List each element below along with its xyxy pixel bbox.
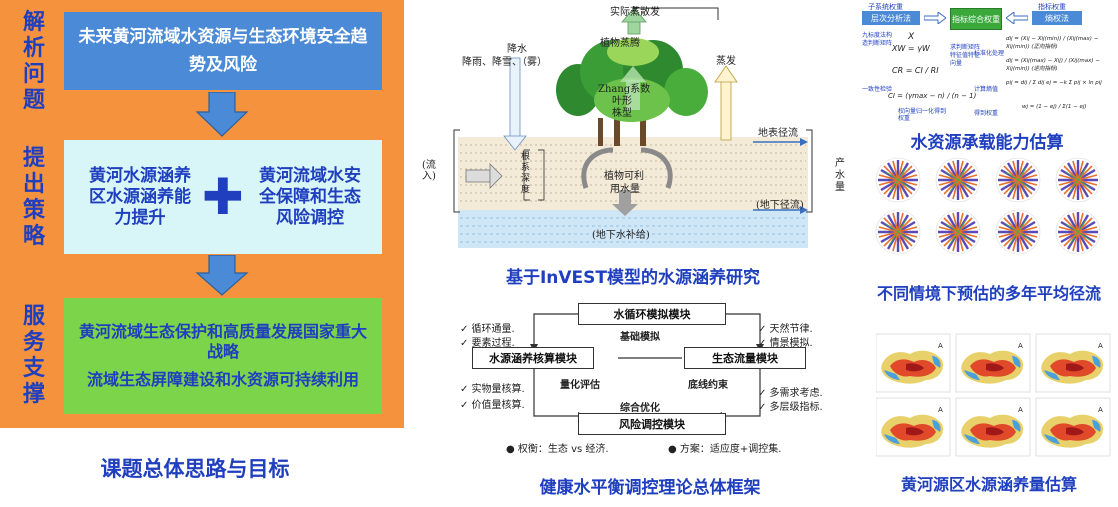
water-conservation-maps: A xyxy=(876,333,1111,457)
label-available-water-2: 用水量 xyxy=(610,184,640,195)
note-get-weight: 得到权重 xyxy=(974,110,999,117)
note-scenario-sim: ✓ 情景模拟. xyxy=(758,338,813,349)
formula-x: X xyxy=(908,32,915,42)
map-5 xyxy=(955,397,1031,457)
support-text-2: 流域生态屏障建设和水资源可持续利用 xyxy=(86,370,359,389)
label-propose-strategy: 提 出 策 略 xyxy=(22,146,45,249)
note-value-accounting: ✓ 价值量核算. xyxy=(460,400,525,411)
bullet-scheme: ● 方案：适应度+调控集. xyxy=(668,444,782,455)
module-water-conservation: 水源涵养核算模块 xyxy=(472,347,594,369)
rose-8 xyxy=(1054,208,1102,256)
support-box: 黄河流域生态保护和高质量发展国家重大战略 流域生态屏障建设和水资源可持续利用 xyxy=(64,298,382,414)
module-water-cycle: 水循环模拟模块 xyxy=(578,303,726,325)
label-comprehensive-opt: 综合优化 xyxy=(620,403,660,414)
note-nine-scale: 九标度法构造判断矩阵 xyxy=(862,32,893,47)
combined-weight-button: 指标综合权重 xyxy=(950,8,1002,30)
note-entropy: 计算熵值 xyxy=(974,86,999,93)
strategy-right-text: 黄河流域水安全保障和生态风险调控 xyxy=(259,165,361,228)
left-caption: 课题总体思路与目标 xyxy=(100,457,290,481)
rose-6 xyxy=(934,208,982,256)
label-leaf-shape: 叶形 xyxy=(612,96,632,107)
label-plant-transpiration: 植物蒸腾 xyxy=(600,38,640,49)
problem-box: 未来黄河流域水资源与生态环境安全趋势及风险 xyxy=(64,12,382,90)
strategy-left-text: 黄河水源涵养区水源涵养能力提升 xyxy=(89,165,191,228)
module-eco-flow: 生态流量模块 xyxy=(684,347,806,369)
map-3 xyxy=(1035,333,1111,393)
map-6 xyxy=(1035,397,1111,457)
formula-entropy: pij = dij / Σ dij ej = −k Σ pij × ln pij xyxy=(1006,80,1102,86)
hydro-caption: 基于InVEST模型的水源涵养研究 xyxy=(505,267,761,288)
plus-icon: ✚ xyxy=(202,168,244,226)
runoff-radial-charts xyxy=(874,156,1102,256)
runoff-caption: 不同情境下预估的多年平均径流 xyxy=(876,284,1101,303)
note-standardize: 标准化处理 xyxy=(974,50,1005,57)
label-plant-type: 株型 xyxy=(612,108,632,119)
label-inflow: (流入) xyxy=(422,160,436,182)
label-root-depth: 根系深度 xyxy=(521,152,531,195)
label-groundwater-recharge: (地下水补给) xyxy=(592,230,650,241)
label-subsystem-weight: 子系统权重 xyxy=(868,3,903,11)
rose-3 xyxy=(994,156,1042,204)
rose-7 xyxy=(994,208,1042,256)
note-multi-demand: ✓ 多需求考虑. xyxy=(758,388,823,399)
module-risk-control: 风险调控模块 xyxy=(578,413,726,435)
map-4 xyxy=(876,397,951,457)
label-water-yield: 产水量 xyxy=(835,158,845,193)
label-available-water-1: 植物可利 xyxy=(604,171,644,182)
note-eigen: 求判断矩阵特征值特征向量 xyxy=(950,44,981,67)
rose-1 xyxy=(874,156,922,204)
label-analyze-problem: 解 析 问 题 xyxy=(22,10,45,113)
note-cycle-flux: ✓ 循环通量. xyxy=(460,324,515,335)
label-indicator-weight: 指标权重 xyxy=(1038,3,1066,11)
strategy-box: 黄河水源涵养区水源涵养能力提升 ✚ 黄河流域水安全保障和生态风险调控 xyxy=(64,140,382,254)
note-element-process: ✓ 要素过程. xyxy=(460,338,515,349)
capacity-caption: 水资源承载能力估算 xyxy=(910,132,1064,153)
ahp-button: 层次分析法 xyxy=(862,11,920,25)
formula-xw: XW = γW xyxy=(892,44,930,53)
entropy-button: 熵权法 xyxy=(1032,11,1082,25)
label-quant-evaluation: 量化评估 xyxy=(560,380,600,391)
label-subsurface-runoff: (地下径流) xyxy=(756,200,804,211)
formula-ci: CI = (γmax − n) / (n − 1) xyxy=(888,92,977,100)
note-multi-level: ✓ 多层级指标. xyxy=(758,402,823,413)
bullet-tradeoff: ● 权衡：生态 vs 经济. xyxy=(506,444,609,455)
map-2 xyxy=(955,333,1031,393)
formula-positive: dij = (Xij − Xij(min)) / (Xij(max) − Xij… xyxy=(1006,36,1099,50)
label-surface-runoff: 地表径流 xyxy=(758,128,798,139)
note-normalize-weight: 权向量归一化得到权重 xyxy=(898,108,947,122)
note-physical-accounting: ✓ 实物量核算. xyxy=(460,384,525,395)
label-zhang-coefficient: Zhang系数 xyxy=(598,84,651,95)
rose-4 xyxy=(1054,156,1102,204)
formula-weight: wj = (1 − ej) / Σ(1 − ej) xyxy=(1022,104,1087,110)
label-service-support: 服 务 支 撑 xyxy=(22,304,45,407)
framework-caption: 健康水平衡调控理论总体框架 xyxy=(539,477,761,498)
label-precipitation: 降水 xyxy=(507,44,527,55)
note-consistency: 一致性检验 xyxy=(862,86,893,93)
label-evaporation: 蒸发 xyxy=(716,56,736,67)
capacity-diagram: 子系统权重 层次分析法 指标综合权重 指标权重 熵权法 X XW = γW CR… xyxy=(862,0,1112,122)
note-natural-rhythm: ✓ 天然节律. xyxy=(758,324,813,335)
support-text-1: 黄河流域生态保护和高质量发展国家重大战略 xyxy=(78,322,367,361)
rose-5 xyxy=(874,208,922,256)
down-arrow-2 xyxy=(195,255,249,296)
label-actual-et: 实际蒸散发 xyxy=(610,7,660,18)
soil-layer xyxy=(458,137,808,210)
formula-cr: CR = CI / RI xyxy=(892,66,939,75)
label-basic-simulation: 基础模拟 xyxy=(620,332,660,343)
maps-caption: 黄河源区水源涵养量估算 xyxy=(900,475,1077,494)
label-precipitation-detail: 降雨、降雪、（雾） xyxy=(462,57,547,68)
down-arrow-1 xyxy=(195,92,249,137)
rose-2 xyxy=(934,156,982,204)
invest-hydrology-diagram xyxy=(453,6,813,248)
formula-negative: dij = (Xij(max) − Xij) / (Xij(max) − Xij… xyxy=(1006,58,1100,72)
map-1 xyxy=(876,333,951,393)
label-bottom-line: 底线约束 xyxy=(688,380,728,391)
